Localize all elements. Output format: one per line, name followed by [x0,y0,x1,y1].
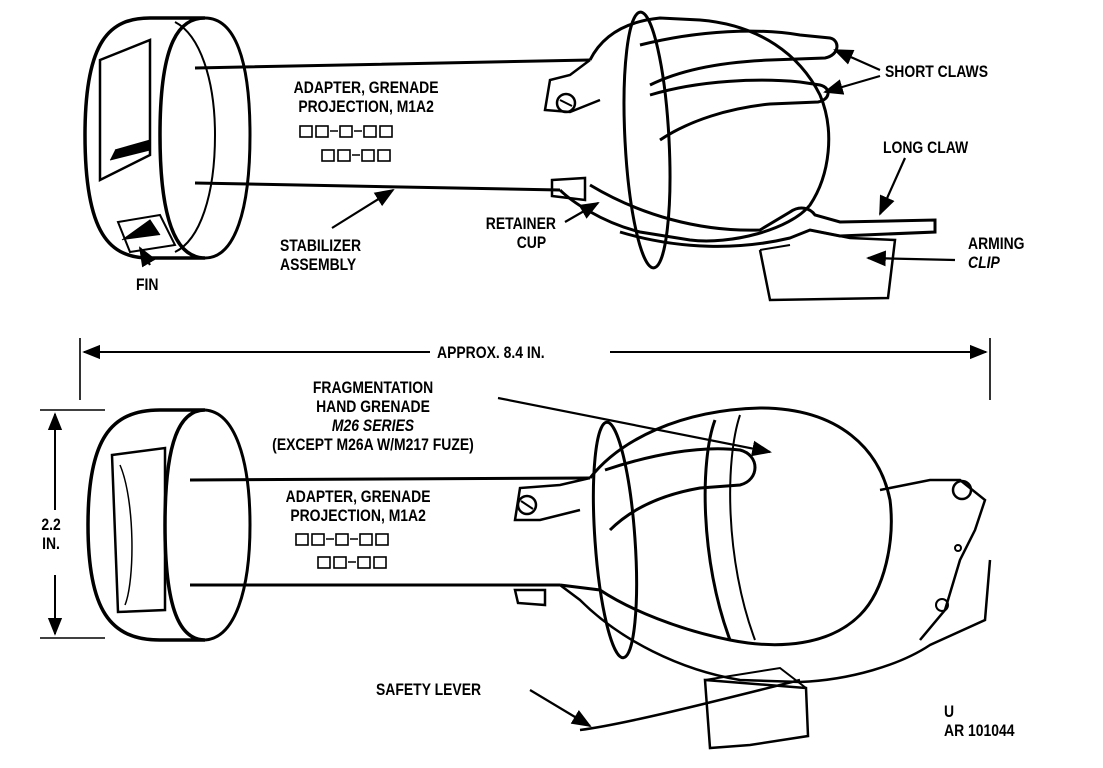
bottom-fuze-pin [951,479,973,501]
bottom-ring-wire-back [703,419,732,641]
top-arming-clip [758,230,897,302]
bottom-safety-lever [579,678,801,732]
top-short-claw-lower [649,78,830,142]
top-assembly-drawing [83,10,937,302]
arrow-short-claws-upper [833,48,881,72]
bottom-stabilizer-tube [189,476,591,587]
top-marking-boxes [299,125,393,162]
label-stabilizer-assembly: STABILIZER ASSEMBLY [280,236,362,274]
arrow-grenade [497,396,772,457]
label-retainer-cup: RETAINER CUP [485,214,556,252]
label-safety-lever: SAFETY LEVER [376,680,482,699]
arrow-stabilizer [331,188,395,229]
top-stabilizer-tube [194,58,591,192]
bottom-assembly-drawing [86,406,992,750]
label-diameter-dimension: 2.2 IN. [41,515,61,553]
label-length-dimension: APPROX. 8.4 IN. [437,343,545,362]
top-retainer-cup [558,16,831,243]
top-fin-window [98,38,152,183]
top-screw [555,92,577,114]
arrow-short-claws-lower [823,74,881,95]
bottom-fin-ring [86,408,206,642]
label-long-claw: LONG CLAW [883,138,969,157]
label-short-claws: SHORT CLAWS [885,62,988,81]
arrow-long-claw [878,157,907,216]
arrow-fin [138,246,156,268]
top-long-claw [589,183,937,248]
bottom-marking-boxes [295,533,389,569]
arrow-retainer-cup [564,202,600,223]
top-fin-ring [83,16,206,260]
arrow-arming-clip [866,250,956,267]
diameter-dimension-line [40,409,105,639]
length-dimension-line [79,338,991,400]
top-ring-wire [622,10,672,270]
bottom-ring-wire-front [591,420,639,660]
figure-code: U AR 101044 [944,702,1015,740]
bottom-grenade-body [559,406,893,647]
bottom-fin-window [110,446,167,614]
bottom-leader-lines [497,396,772,728]
label-grenade: FRAGMENTATION HAND GRENADE M26 SERIES (E… [272,378,474,454]
bottom-short-claw [604,447,757,532]
bottom-adapter-marking: ADAPTER, GRENADE PROJECTION, M1A2 [285,487,431,525]
top-leader-lines [138,48,956,268]
label-arming-clip: ARMING CLIP [968,234,1025,272]
top-adapter-marking: ADAPTER, GRENADE PROJECTION, M1A2 [293,78,439,116]
label-fin: FIN [136,275,159,294]
arrow-safety-lever [529,689,592,728]
bottom-screw [516,494,538,516]
top-short-claw-upper [639,29,839,87]
